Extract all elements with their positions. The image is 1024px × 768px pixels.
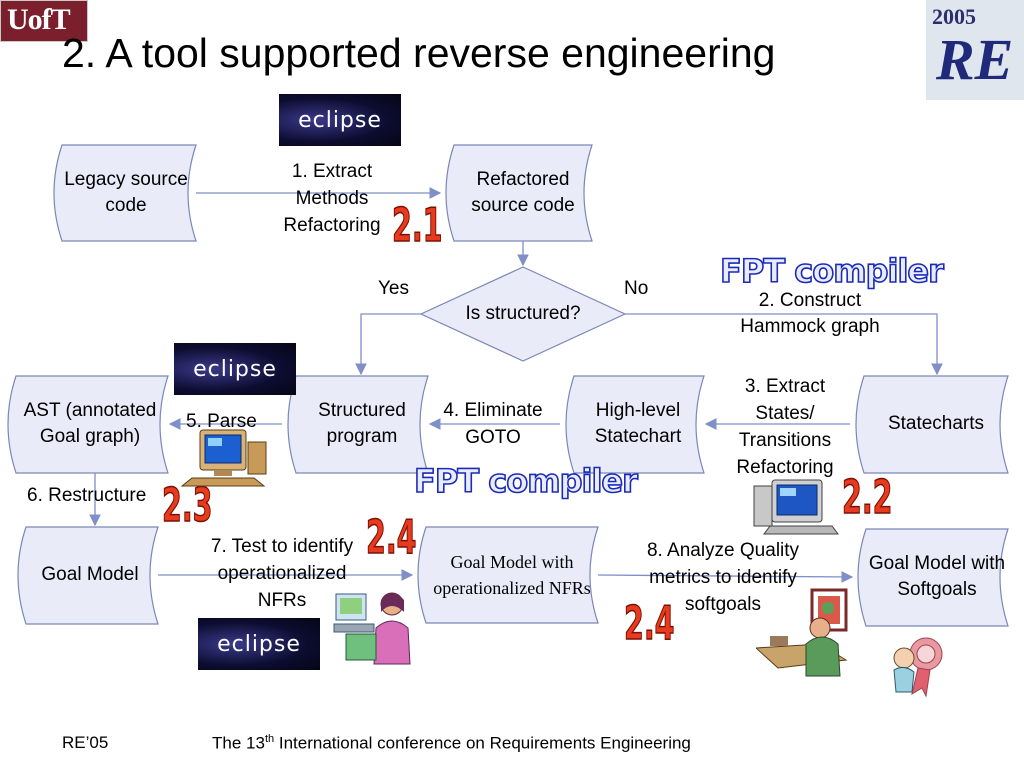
eliminate-goto-label: 4. Eliminate GOTO xyxy=(443,400,543,448)
stamp-2-1: 2.1 xyxy=(392,197,443,253)
award-ribbon-icon xyxy=(893,637,943,698)
footer-center-text: The 13 xyxy=(212,733,265,753)
extract-states-label: 3. Extract States/ Transitions Refactori… xyxy=(736,376,834,478)
structured-label: Structured program xyxy=(318,400,406,447)
footer-left: RE’05 xyxy=(62,733,109,752)
re05-logo: 2005 RE xyxy=(926,0,1024,100)
arrow-decision-no xyxy=(625,313,943,376)
footer-center: The 13th International conference on Req… xyxy=(212,733,691,754)
fpt-compiler-mid: FPT compiler xyxy=(413,461,639,501)
ast-label: AST (annotated Goal graph) xyxy=(23,400,157,447)
restructure-label: 6. Restructure xyxy=(27,485,147,506)
goal-nfr-node xyxy=(417,526,599,624)
person-computer-icon xyxy=(333,592,411,665)
goal-softgoals-label: Goal Model with Softgoals xyxy=(868,553,1006,600)
refactored-node xyxy=(445,144,593,242)
arrow-decision-yes xyxy=(355,313,421,376)
stamp-2-2: 2.2 xyxy=(842,469,893,525)
statecharts-node xyxy=(855,375,1009,474)
legacy-node xyxy=(53,144,197,242)
analyze-quality-label: 8. Analyze Quality metrics to identify s… xyxy=(646,540,800,615)
decision-label: Is structured? xyxy=(465,303,581,324)
refactored-label: Refactored source code xyxy=(471,169,575,216)
decision-node xyxy=(419,266,627,362)
goal-nfr-label: Goal Model with operationalized NFRs xyxy=(433,552,591,598)
goalmodel-label: Goal Model xyxy=(41,564,139,585)
hammock-label: 2. Construct Hammock graph xyxy=(740,290,880,337)
eclipse-logo: eclipse xyxy=(174,343,296,395)
no-label: No xyxy=(624,278,649,299)
stamp-2-4-right: 2.4 xyxy=(624,595,675,651)
eclipse-logo: eclipse xyxy=(279,94,401,146)
slide-title: 2. A tool supported reverse engineering xyxy=(62,30,776,76)
arrow-nfr-softgoals xyxy=(597,571,854,583)
test-nfr-label: 7. Test to identify operationalized NFRs xyxy=(210,536,354,611)
structured-node xyxy=(287,375,429,474)
goal-softgoals-node xyxy=(857,528,1009,627)
yes-label: Yes xyxy=(378,278,409,299)
uoft-logo: UofT xyxy=(0,0,88,42)
highlevel-node xyxy=(565,375,705,474)
re05-logo-text: RE xyxy=(936,27,1014,92)
highlevel-label: High-level Statechart xyxy=(594,400,682,447)
uoft-logo-text: UofT xyxy=(7,3,71,36)
person-desk-icon xyxy=(756,588,848,677)
ast-node xyxy=(7,375,169,474)
extract-methods-label: 1. Extract Methods Refactoring xyxy=(283,161,381,236)
legacy-label: Legacy source code xyxy=(64,169,188,216)
fpt-compiler-top: FPT compiler xyxy=(719,251,945,291)
computer-icon xyxy=(180,429,267,487)
footer-center-text-rest: International conference on Requirements… xyxy=(274,733,691,753)
eclipse-logo: eclipse xyxy=(198,618,320,670)
footer-center-sup: th xyxy=(264,733,275,745)
computer-icon xyxy=(753,479,839,535)
parse-label: 5. Parse xyxy=(186,411,257,432)
stamp-2-4-left: 2.4 xyxy=(366,509,417,565)
re05-logo-year: 2005 xyxy=(932,4,976,29)
statecharts-label: Statecharts xyxy=(887,413,985,434)
goalmodel-node xyxy=(17,526,159,625)
